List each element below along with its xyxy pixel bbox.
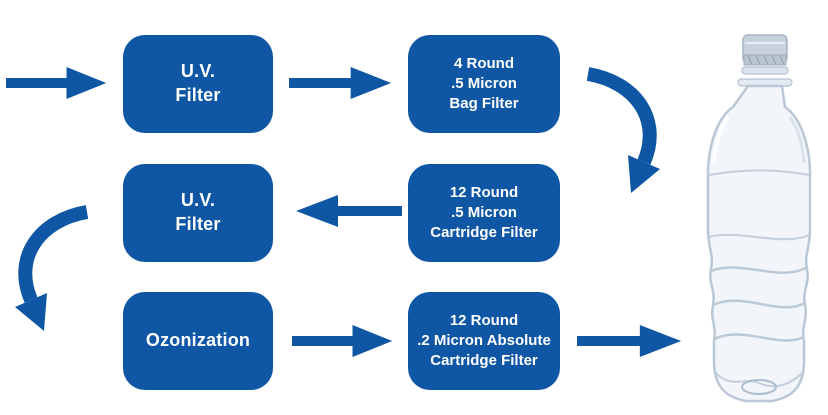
step-box-uv-filter-1: U.V. Filter [123, 35, 273, 133]
step-box-cartridge-filter-02: 12 Round .2 Micron Absolute Cartridge Fi… [408, 292, 560, 390]
flow-arrow-right-icon [577, 321, 685, 361]
step-box-ozonization: Ozonization [123, 292, 273, 390]
box-label-line: Cartridge Filter [430, 351, 538, 369]
step-box-cartridge-filter-05: 12 Round .5 Micron Cartridge Filter [408, 164, 560, 262]
box-label-line: 4 Round [454, 55, 514, 73]
curved-arrow-down-left-icon [578, 62, 678, 210]
box-label-line: Bag Filter [449, 94, 519, 112]
step-box-bag-filter: 4 Round .5 Micron Bag Filter [408, 35, 560, 133]
flow-arrow-right-icon [289, 63, 395, 103]
box-label-line: U.V. [180, 61, 216, 82]
box-label-line: U.V. [180, 190, 216, 211]
flow-arrow-right-icon [6, 63, 110, 103]
step-box-uv-filter-2: U.V. Filter [123, 164, 273, 262]
water-bottle-image [698, 25, 820, 410]
box-label-line: .5 Micron [451, 75, 517, 93]
box-label-line: .2 Micron Absolute [417, 332, 551, 350]
box-label-line: Filter [175, 214, 221, 234]
box-label-line: Ozonization [145, 330, 251, 351]
box-label-line: Filter [175, 85, 221, 105]
box-label-line: Cartridge Filter [430, 223, 538, 241]
box-label-line: .5 Micron [451, 204, 517, 222]
box-label-line: 12 Round [449, 184, 519, 202]
box-label-line: 12 Round [449, 312, 519, 330]
curved-arrow-down-right-icon [2, 200, 97, 348]
flow-arrow-right-icon [292, 321, 396, 361]
flow-arrow-left-icon [292, 191, 402, 231]
